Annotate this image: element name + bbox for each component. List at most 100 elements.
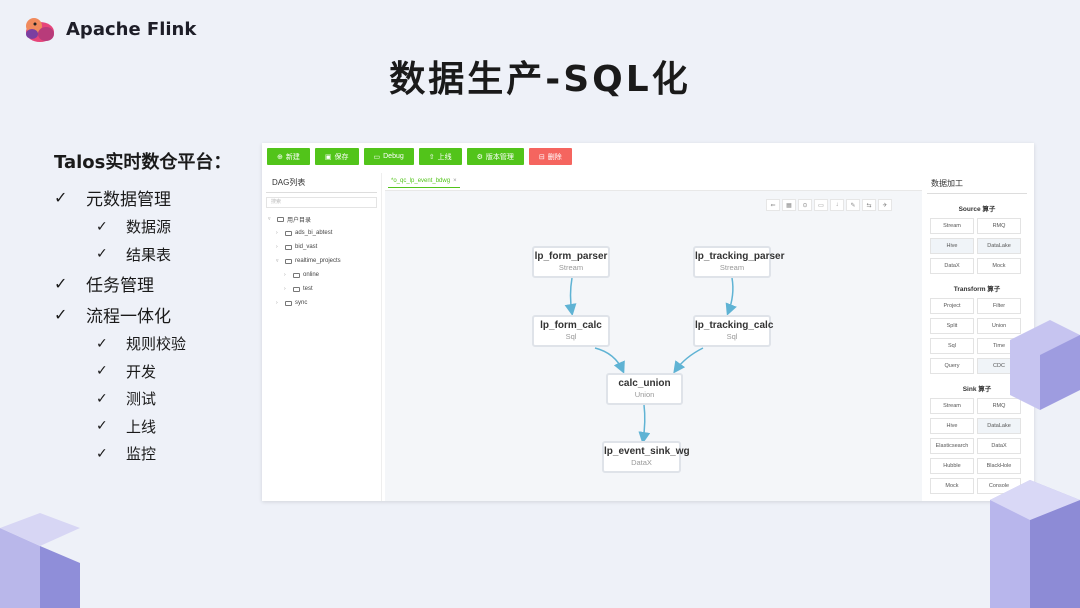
tree-item[interactable]: ›sync <box>262 296 381 310</box>
tree-item[interactable]: ›online <box>262 268 381 282</box>
swap-icon[interactable]: ⇆ <box>862 199 876 211</box>
save-button[interactable]: ▣保存 <box>314 148 359 165</box>
deploy-button-label: 上线 <box>437 153 452 161</box>
operator-button[interactable]: Split <box>930 318 974 334</box>
send-icon[interactable]: ✈ <box>878 199 892 211</box>
list-item: ✓ 开发 <box>54 358 254 386</box>
operator-button[interactable]: RMQ <box>977 398 1021 414</box>
chevron-right-icon: › <box>276 244 278 250</box>
tree-item[interactable]: ▿用户目录 <box>262 212 381 226</box>
list-item-label: 任务管理 <box>86 276 154 296</box>
flink-squirrel-icon <box>26 18 54 42</box>
operator-button[interactable]: BlackHole <box>977 458 1021 474</box>
grid-icon[interactable]: ▦ <box>782 199 796 211</box>
dag-search-input[interactable]: 搜索 <box>266 197 377 208</box>
operator-button[interactable]: Project <box>930 298 974 314</box>
tab-dag-editor[interactable]: *o_qc_lp_event_bdwg× <box>388 175 460 188</box>
trash-icon: ⊟ <box>538 153 545 161</box>
feature-list: Talos实时数仓平台： ✓元数据管理 ✓数据源 ✓结果表 ✓任务管理 ✓流程一… <box>54 148 254 468</box>
chevron-right-icon: › <box>276 230 278 236</box>
editor-tabbar: *o_qc_lp_event_bdwg× <box>385 173 922 191</box>
list-item: ✓监控 <box>54 440 254 468</box>
edge-tracking-parser-to-calc <box>725 277 737 316</box>
folder-icon <box>285 300 292 306</box>
edge-form-parser-to-calc <box>564 277 577 316</box>
operator-button[interactable]: Stream <box>930 398 974 414</box>
check-icon: ✓ <box>96 363 108 380</box>
operator-button[interactable]: Hive <box>930 418 974 434</box>
brand-name: Apache Flink <box>66 18 197 40</box>
folder-icon <box>285 258 292 264</box>
folder-icon <box>293 286 300 292</box>
check-icon: ✓ <box>96 390 108 407</box>
operator-button[interactable]: Stream <box>930 218 974 234</box>
plus-icon: ⊕ <box>277 153 283 161</box>
download-icon[interactable]: ↓ <box>830 199 844 211</box>
edge-form-calc-to-union <box>594 347 625 374</box>
tree-item[interactable]: ▿realtime_projects <box>262 254 381 268</box>
dag-canvas[interactable]: *o_qc_lp_event_bdwg× ⇐ ▦ ⊙ ▭ ↓ ✎ ⇆ ✈ lp_… <box>385 173 922 501</box>
decorative-cubes <box>0 513 80 608</box>
list-item: ✓规则校验 <box>54 330 254 358</box>
operator-panel-title: 数据加工 <box>927 173 1027 194</box>
node-name: lp_form_calc <box>540 320 602 331</box>
node-type: Sql <box>726 332 738 341</box>
list-item-label: 流程一体化 <box>86 307 171 327</box>
deploy-button[interactable]: ⇧上线 <box>418 148 462 165</box>
check-icon: ✓ <box>96 418 108 435</box>
back-icon[interactable]: ⇐ <box>766 199 780 211</box>
node-name: calc_union <box>618 378 671 389</box>
canvas-toolbar: ⇐ ▦ ⊙ ▭ ↓ ✎ ⇆ ✈ <box>766 199 892 211</box>
chevron-down-icon: ▿ <box>276 258 279 264</box>
node-name: lp_tracking_calc <box>695 320 774 331</box>
check-icon: ✓ <box>54 305 68 324</box>
new-button[interactable]: ⊕新建 <box>267 148 310 165</box>
operator-button[interactable]: Mock <box>930 478 974 494</box>
close-icon[interactable]: × <box>453 178 457 184</box>
version-manage-button[interactable]: ⚙版本管理 <box>466 148 524 165</box>
list-item-label: 开发 <box>126 362 157 381</box>
list-item: ✓测试 <box>54 385 254 413</box>
operator-button[interactable]: DataLake <box>977 418 1021 434</box>
node-name: lp_event_sink_wg <box>604 446 690 457</box>
list-item: ✓结果表 <box>54 241 254 269</box>
debug-icon: ▭ <box>373 153 381 161</box>
list-item: ✓数据源 <box>54 213 254 241</box>
debug-button[interactable]: ▭Debug <box>363 148 414 165</box>
check-icon: ✓ <box>96 335 108 352</box>
delete-button-label: 删除 <box>547 153 562 161</box>
operator-button[interactable]: DataX <box>977 438 1021 454</box>
target-icon[interactable]: ⊙ <box>798 199 812 211</box>
operator-button[interactable]: Sql <box>930 338 974 354</box>
tree-item-label: ads_bi_abtest <box>295 230 333 236</box>
operator-button[interactable]: Elasticsearch <box>930 438 974 454</box>
operator-button[interactable]: Mock <box>977 258 1021 274</box>
folder-icon <box>277 216 284 222</box>
debug-button-label: Debug <box>383 153 404 160</box>
operator-button[interactable]: DataLake <box>977 238 1021 254</box>
operator-button[interactable]: Hubble <box>930 458 974 474</box>
operator-button[interactable]: Hive <box>930 238 974 254</box>
operator-button[interactable]: Filter <box>977 298 1021 314</box>
edit-icon[interactable]: ✎ <box>846 199 860 211</box>
tree-item[interactable]: ›test <box>262 282 381 296</box>
tree-item[interactable]: › ads_bi_abtest <box>262 226 381 240</box>
tree-item[interactable]: ›bid_vast <box>262 240 381 254</box>
operator-button[interactable]: Union <box>977 318 1021 334</box>
node-name: lp_tracking_parser <box>695 251 785 262</box>
frame-icon[interactable]: ▭ <box>814 199 828 211</box>
operator-button[interactable]: DataX <box>930 258 974 274</box>
operator-button[interactable]: RMQ <box>977 218 1021 234</box>
delete-button[interactable]: ⊟删除 <box>528 148 572 165</box>
folder-icon <box>293 272 300 278</box>
edge-tracking-calc-to-union <box>673 347 704 374</box>
operator-button[interactable]: Query <box>930 358 974 374</box>
save-icon: ▣ <box>324 153 332 161</box>
list-item: ✓ 流程一体化 <box>54 299 254 330</box>
